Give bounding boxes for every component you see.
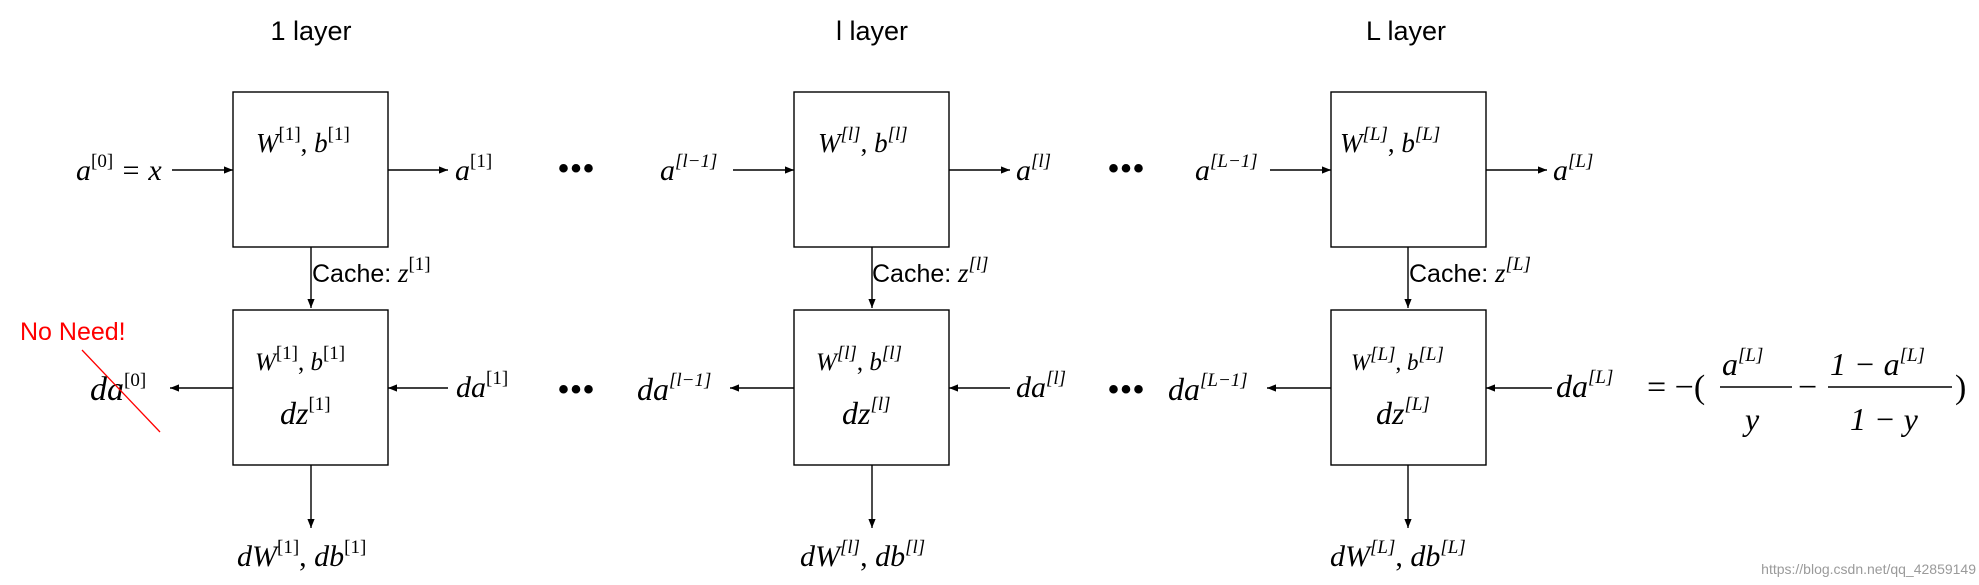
backward-output-layer-l: da[l−1]	[637, 370, 711, 407]
header-layer-L: L layer	[1366, 16, 1446, 46]
backward-output-layer-1: da[0]	[90, 370, 146, 408]
backward-box-layer-L	[1330, 309, 1487, 466]
formula-minus: −	[1798, 369, 1817, 406]
forward-input-layer-1: a[0] = x	[76, 151, 162, 187]
ellipsis-forward-2: •••	[1108, 152, 1146, 185]
cache-label-layer-1: Cache: z[1]	[312, 254, 431, 288]
cache-label-layer-l: Cache: z[l]	[872, 254, 989, 288]
forward-input-layer-l: a[l−1]	[660, 151, 717, 187]
backward-box-params-layer-1: W[1], b[1]	[255, 343, 345, 376]
formula-numerator-2: 1 − a[L]	[1830, 345, 1925, 382]
forward-box-params-layer-l: W[l], b[l]	[818, 124, 908, 158]
gradients-layer-1: dW[1], db[1]	[237, 537, 366, 573]
backward-input-layer-1: da[1]	[456, 368, 508, 404]
gradients-layer-L: dW[L], db[L]	[1330, 537, 1466, 573]
loss-derivative-formula: = −( a[L] y − 1 − a[L] 1 − y )	[1647, 345, 1966, 437]
ellipsis-forward-1: •••	[558, 152, 596, 185]
backward-box-params-layer-l: W[l], b[l]	[816, 343, 902, 376]
layer-l-group: W[l], b[l] a[l−1] a[l] Cache: z[l] W[l],…	[637, 91, 1066, 573]
formula-denominator-1: y	[1742, 401, 1760, 437]
formula-equals: = −(	[1647, 369, 1705, 406]
gradients-layer-l: dW[l], db[l]	[800, 537, 925, 573]
no-need-label: No Need!	[20, 318, 126, 346]
backward-box-layer-l	[793, 309, 950, 466]
no-need-strike-line	[81, 349, 161, 433]
forward-output-layer-l: a[l]	[1016, 151, 1051, 187]
backward-input-layer-l: da[l]	[1016, 368, 1066, 404]
forward-box-layer-L	[1330, 91, 1487, 248]
backward-box-dz-layer-L: dz[L]	[1376, 394, 1430, 431]
forward-box-params-layer-1: W[1], b[1]	[256, 124, 350, 158]
forward-box-layer-l	[793, 91, 950, 248]
header-layer-l: l layer	[836, 16, 908, 46]
watermark: https://blog.csdn.net/qq_42859149	[1761, 561, 1976, 577]
formula-close-paren: )	[1955, 369, 1966, 406]
forward-output-layer-1: a[1]	[455, 151, 492, 187]
backward-box-layer-1	[232, 309, 389, 466]
formula-numerator-1: a[L]	[1722, 345, 1763, 382]
backward-input-layer-L: da[L]	[1556, 367, 1613, 404]
backward-box-dz-layer-1: dz[1]	[280, 394, 331, 431]
ellipsis-backward-1: •••	[558, 373, 596, 406]
layer-L-group: W[L], b[L] a[L−1] a[L] Cache: z[L] W[L],…	[1168, 91, 1613, 573]
ellipsis-backward-2: •••	[1108, 373, 1146, 406]
forward-output-layer-L: a[L]	[1553, 151, 1593, 187]
layer-1-group: W[1], b[1] a[0] = x a[1] Cache: z[1] W[1…	[76, 91, 508, 573]
cache-label-layer-L: Cache: z[L]	[1409, 254, 1531, 288]
forward-box-params-layer-L: W[L], b[L]	[1340, 124, 1440, 158]
backward-box-dz-layer-l: dz[l]	[842, 394, 891, 431]
backward-output-layer-L: da[L−1]	[1168, 370, 1248, 407]
forward-input-layer-L: a[L−1]	[1195, 151, 1258, 187]
forward-box-layer-1	[232, 91, 389, 248]
header-layer-1: 1 layer	[270, 16, 351, 46]
backward-box-params-layer-L: W[L], b[L]	[1351, 344, 1444, 375]
formula-denominator-2: 1 − y	[1850, 401, 1919, 437]
